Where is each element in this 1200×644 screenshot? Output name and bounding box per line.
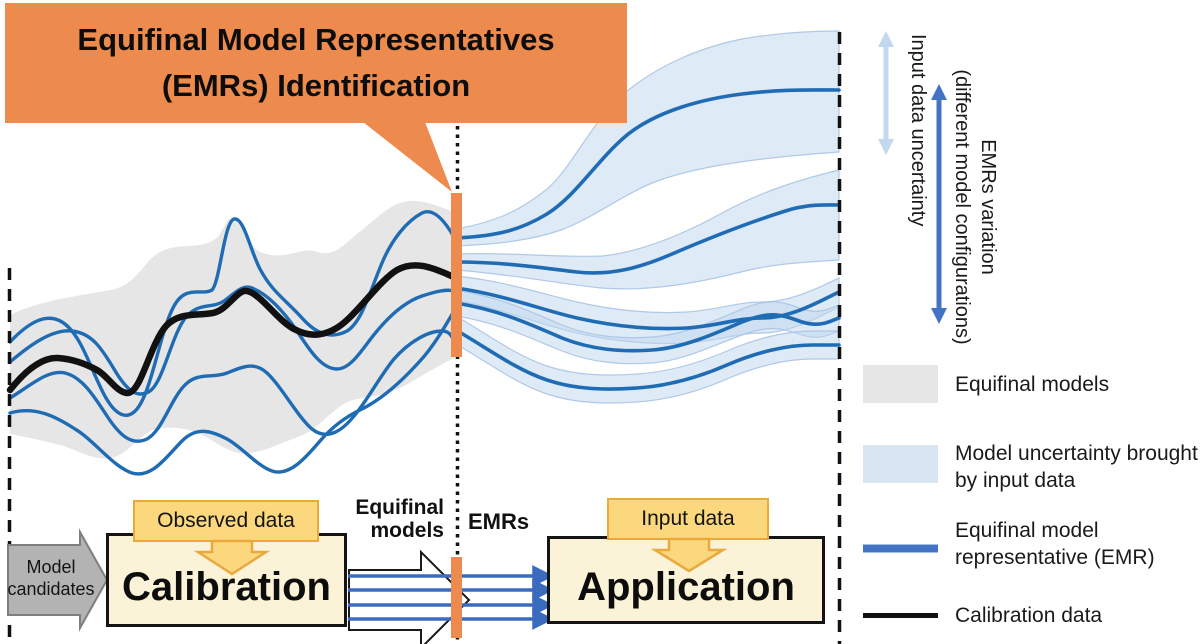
calibration-data-line — [6, 262, 458, 397]
emr-flow-arrowhead-3 — [532, 594, 554, 616]
emr-line-left-4 — [8, 309, 456, 476]
emr-flow-arrowhead-4 — [532, 608, 554, 630]
emr-flow-arrows — [462, 565, 554, 630]
title-line-2: (EMRs) Identification — [161, 68, 471, 103]
legend-label-emr-line: Equifinal model representative (EMR) — [955, 519, 1155, 569]
input-uncertainty-double-arrow — [878, 31, 894, 155]
application-box: Application — [547, 536, 825, 624]
emr-selection-bar-top — [451, 193, 462, 357]
equifinal-models-label: Equifinal models — [355, 496, 444, 542]
observed-data-label: Observed data — [157, 509, 295, 532]
title-callout: Equifinal Model Representatives (EMRs) I… — [5, 3, 627, 123]
emr-line-left-1 — [8, 210, 456, 417]
input-data-callout: Input data — [607, 498, 769, 540]
callout-tail — [363, 122, 452, 192]
legend-swatch-model-uncertainty — [863, 445, 938, 483]
emrs-variation-double-arrow — [931, 84, 947, 324]
input-uncertainty-annotation: Input data uncertainty — [907, 34, 929, 227]
legend-label-model-uncertainty: Model uncertainty brought by input data — [955, 442, 1198, 492]
observed-data-callout: Observed data — [133, 500, 319, 542]
emrs-variation-annotation: EMRs variation (different model configur… — [949, 42, 1001, 372]
equifinal-model-flow-lines — [348, 574, 454, 621]
emr-line-right-4 — [454, 301, 841, 353]
legend-label-calibration-data: Calibration data — [955, 604, 1103, 627]
emr-flow-arrowhead-1 — [532, 565, 554, 587]
arrow-up-icon — [878, 31, 894, 47]
emr-flow-arrowhead-2 — [532, 579, 554, 601]
gray-uncertainty-band — [10, 200, 454, 459]
emr-line-left-3 — [8, 329, 456, 443]
emr-lines-calibration — [8, 210, 456, 476]
emr-selection-bar-bottom — [451, 557, 462, 638]
calibration-box: Calibration — [106, 533, 347, 627]
emr-line-right-2 — [454, 203, 841, 275]
input-data-label: Input data — [641, 507, 735, 530]
legend-swatch-calibration-data — [863, 613, 938, 618]
legend-swatch-equifinal-models — [863, 365, 938, 403]
emr-line-right-1 — [454, 88, 841, 240]
model-candidates-arrow — [7, 528, 109, 632]
legend-swatch-emr-line — [863, 544, 938, 553]
emrs-variation-line-2: (different model configurations) — [951, 69, 973, 345]
arrow-down-icon — [878, 139, 894, 155]
emr-line-left-2 — [8, 285, 456, 396]
model-candidates-label: Model candidates — [7, 557, 95, 599]
emr-line-right-5 — [454, 328, 841, 391]
title-line-1: Equifinal Model Representatives — [77, 22, 555, 57]
arrow-down-icon — [931, 308, 947, 324]
emrs-variation-line-1: EMRs variation — [977, 139, 999, 275]
arrow-up-icon — [931, 84, 947, 100]
calibration-label: Calibration — [122, 564, 331, 609]
emr-lines-application — [454, 88, 841, 391]
application-label: Application — [577, 564, 795, 609]
emr-line-right-3 — [454, 286, 841, 331]
emrs-label: EMRs — [468, 509, 530, 534]
legend-label-equifinal-models: Equifinal models — [955, 373, 1110, 396]
input-uncertainty-band-1 — [455, 30, 840, 247]
